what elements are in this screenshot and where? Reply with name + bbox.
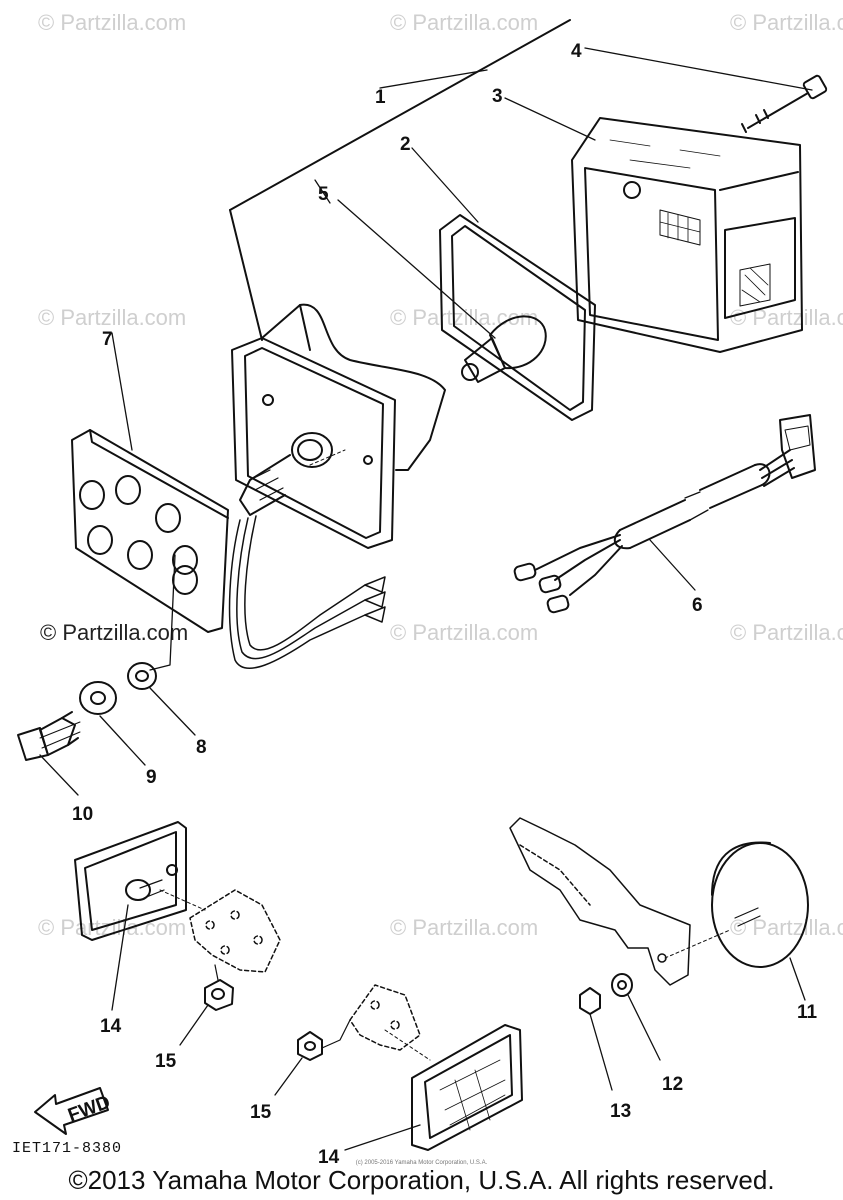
callout-14: 14 [318, 1147, 340, 1168]
harness-part-6 [513, 414, 816, 614]
assembly-bracket-line [229, 19, 571, 211]
watermark: © Partzilla.com [40, 620, 189, 645]
nut-part-13 [579, 987, 613, 1091]
fwd-arrow [34, 1087, 109, 1135]
bracket-bottom [349, 984, 431, 1061]
callout-9: 9 [146, 767, 157, 788]
nut-part-15-bottom [274, 1019, 351, 1096]
tiny-copyright: (c) 2005-2016 Yamaha Motor Corporation, … [355, 1160, 488, 1166]
callout-10: 10 [72, 804, 93, 825]
callout-5: 5 [318, 184, 329, 205]
watermark: © Partzilla.com [390, 915, 539, 940]
bracket-right [509, 817, 731, 986]
bulb-part-5 [337, 199, 547, 383]
part-code: IET171-8380 [12, 1140, 123, 1157]
assembly-bracket-line [229, 209, 263, 341]
callout-8: 8 [196, 737, 207, 758]
callout-13: 13 [610, 1101, 631, 1122]
reflector-part-14-bottom [344, 1024, 523, 1151]
watermark: © Partzilla.com [390, 10, 539, 35]
bracket-left [189, 889, 281, 973]
callout-15: 15 [155, 1051, 177, 1072]
washer-part-9 [79, 681, 146, 766]
callout-12: 12 [662, 1074, 683, 1095]
callout-11: 11 [797, 1002, 818, 1023]
watermark: © Partzilla.com [730, 305, 843, 330]
leader-line [314, 179, 331, 204]
callout-15: 15 [250, 1102, 272, 1123]
watermark: © Partzilla.com [38, 915, 187, 940]
nut-part-15-left [179, 964, 234, 1046]
watermark: © Partzilla.com [730, 620, 843, 645]
callout-7: 7 [102, 329, 113, 350]
watermark: © Partzilla.com [730, 10, 843, 35]
watermark: © Partzilla.com [38, 305, 187, 330]
callout-1: 1 [375, 87, 386, 108]
callout-3: 3 [492, 86, 503, 107]
callout-4: 4 [571, 41, 582, 62]
lens-part-3 [504, 97, 803, 353]
callout-6: 6 [692, 595, 703, 616]
reflector-plate-part-14 [74, 821, 206, 1011]
bolt-part-4 [584, 47, 828, 133]
base-plate-part-7 [71, 332, 229, 671]
leader-line [379, 69, 488, 89]
watermark: © Partzilla.com [730, 915, 843, 940]
washer-part-12 [611, 973, 661, 1061]
housing-part-1 [231, 303, 446, 549]
watermark: © Partzilla.com [390, 620, 539, 645]
reflector-part-11 [711, 841, 809, 1001]
gasket-part-2 [411, 147, 596, 421]
wire-harness [228, 515, 386, 670]
watermark: © Partzilla.com [38, 10, 187, 35]
washer-part-8 [127, 662, 196, 736]
copyright-notice: ©2013 Yamaha Motor Corporation, U.S.A. A… [68, 1165, 775, 1195]
bolt-part-10 [17, 711, 81, 796]
callout-2: 2 [400, 134, 411, 155]
callout-14: 14 [100, 1016, 122, 1037]
